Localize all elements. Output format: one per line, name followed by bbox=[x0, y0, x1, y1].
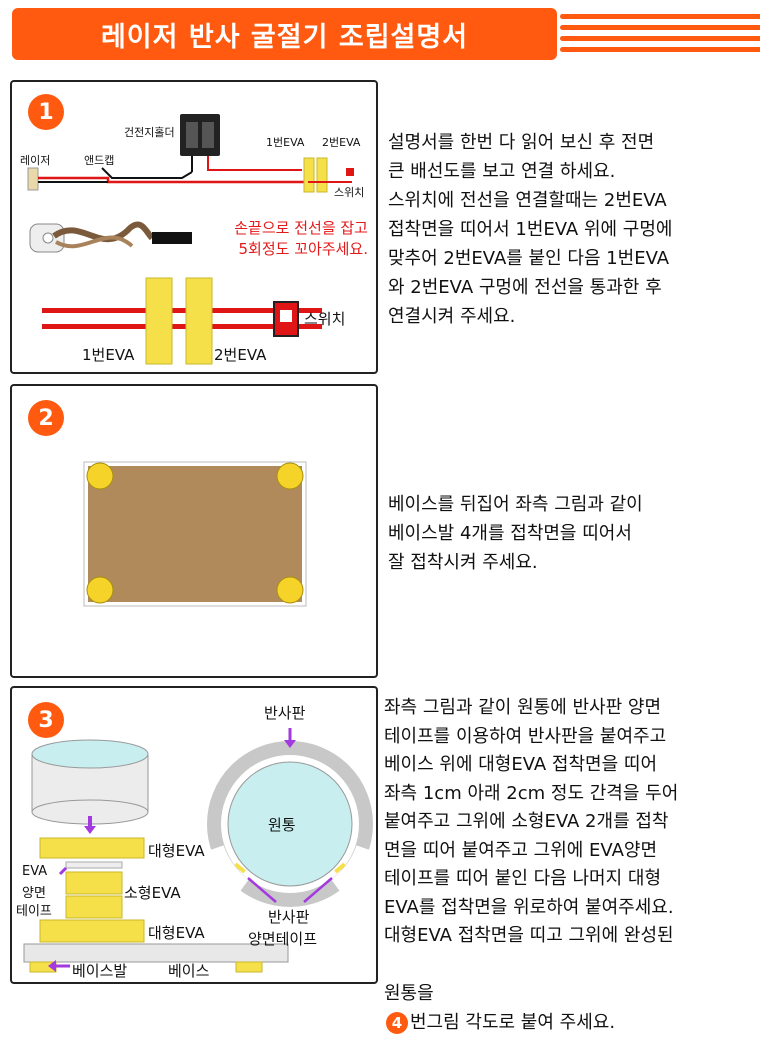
cylinder-top bbox=[31, 739, 149, 769]
switch-small bbox=[346, 168, 354, 176]
label-large-eva-bottom: 대형EVA bbox=[148, 924, 205, 942]
label-eva-tape-3: 테이프 bbox=[16, 904, 52, 919]
base-plate bbox=[23, 943, 289, 963]
large-eva-top bbox=[39, 837, 145, 859]
base-foot-right bbox=[235, 961, 263, 973]
label-reflector-top: 반사판 bbox=[264, 704, 306, 722]
step2-badge: 2 bbox=[28, 400, 64, 436]
laser-module bbox=[27, 167, 39, 191]
label-reflector-tape-1: 반사판 bbox=[268, 908, 310, 926]
label-eva1: 1번EVA bbox=[266, 136, 305, 149]
step1-twist-note: 손끝으로 전선을 잡고 5회정도 꼬아주세요. bbox=[234, 219, 368, 258]
step3-assembly-diagram bbox=[23, 728, 373, 973]
label-switch: 스위치 bbox=[334, 186, 365, 199]
step1-badge: 1 bbox=[28, 94, 64, 130]
label-eva2: 2번EVA bbox=[322, 136, 361, 149]
label-switch-big: 스위치 bbox=[304, 310, 346, 328]
step3-description: 좌측 그림과 같이 원통에 반사판 양면 테이프를 이용하여 반사판을 붙여주고… bbox=[384, 697, 679, 946]
label-large-eva-top: 대형EVA bbox=[148, 842, 205, 860]
large-eva-bottom bbox=[39, 919, 145, 943]
small-eva-1 bbox=[65, 871, 123, 895]
label-small-eva: 소형EVA bbox=[124, 884, 181, 902]
base-foot-br bbox=[276, 576, 304, 604]
eva-tape bbox=[65, 861, 123, 869]
step3-last-line-post: 번그림 각도로 붙여 주세요. bbox=[410, 1012, 616, 1033]
step3-panel: 3 반사판 원통 반사판 양면테이프 대형EVA bbox=[10, 686, 378, 984]
eva2-small bbox=[316, 157, 328, 193]
step3-badge: 3 bbox=[28, 702, 64, 738]
step1-wiring-diagram bbox=[27, 114, 354, 365]
title-stripes bbox=[560, 14, 760, 54]
label-end-cap: 앤드캡 bbox=[84, 154, 115, 167]
label-reflector-tape-2: 양면테이프 bbox=[248, 930, 318, 948]
page-title: 레이저 반사 굴절기 조립설명서 bbox=[12, 8, 557, 60]
label-eva-tape-2: 양면 bbox=[22, 886, 46, 901]
step3-last-line-pre: 원통을 bbox=[384, 983, 434, 1004]
step1-description: 설명서를 한번 다 읽어 보신 후 전면 큰 배선도를 보고 연결 하세요. 스… bbox=[388, 132, 673, 327]
eva2-big bbox=[185, 277, 213, 365]
switch-big bbox=[273, 301, 299, 337]
label-cylinder: 원통 bbox=[268, 816, 296, 834]
label-base: 베이스 bbox=[168, 962, 210, 980]
step2-panel: 2 bbox=[10, 384, 378, 678]
step1-panel: 1 건전지홀더 레이저 앤드캡 1번EVA bbox=[10, 80, 378, 374]
base-foot-bl bbox=[86, 576, 114, 604]
eva1-big bbox=[145, 277, 173, 365]
cylinder-circle bbox=[227, 761, 353, 887]
label-battery-holder: 건전지홀더 bbox=[124, 126, 175, 139]
step2-description: 베이스를 뒤집어 좌측 그림과 같이 베이스발 4개를 접착면을 띠어서 잘 접… bbox=[388, 494, 643, 573]
base-foot-tr bbox=[276, 462, 304, 490]
small-eva-2 bbox=[65, 895, 123, 919]
step2-base-diagram bbox=[83, 461, 307, 607]
base-foot-tl bbox=[86, 462, 114, 490]
step4-ref-badge: 4 bbox=[386, 1012, 408, 1034]
label-laser: 레이저 bbox=[20, 154, 51, 167]
eva1-small bbox=[303, 157, 315, 193]
label-eva2-big: 2번EVA bbox=[214, 346, 267, 364]
label-base-foot: 베이스발 bbox=[72, 962, 128, 980]
label-eva1-big: 1번EVA bbox=[82, 346, 135, 364]
label-eva-tape-1: EVA bbox=[22, 864, 48, 879]
